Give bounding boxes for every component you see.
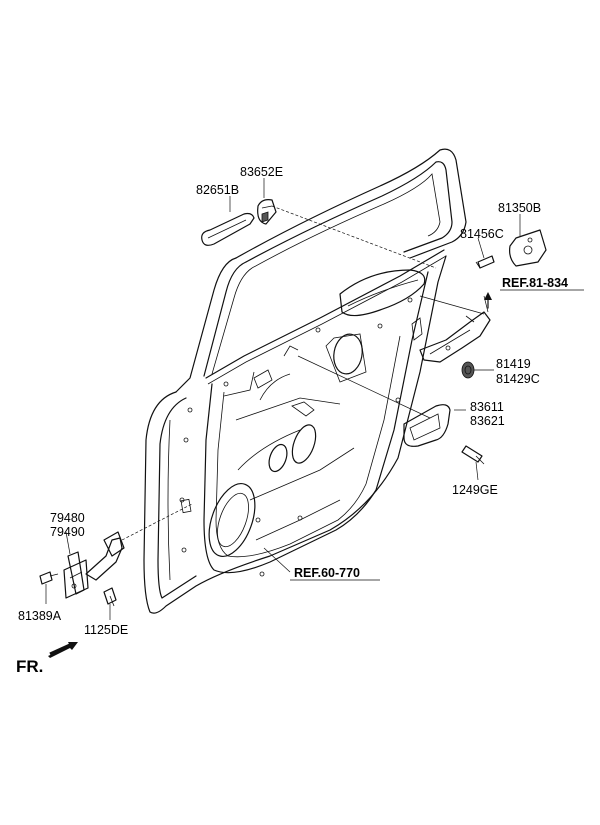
label-83621: 83621 <box>470 414 505 428</box>
bolt-1125DE <box>103 587 117 607</box>
label-ref-81-834: REF.81-834 <box>502 276 568 290</box>
label-1125DE: 1125DE <box>84 623 128 637</box>
label-81419: 81419 <box>496 357 531 371</box>
label-81456C: 81456C <box>460 227 504 241</box>
outside-handle-cap <box>201 212 255 246</box>
handle-bracket <box>257 199 277 225</box>
label-79480: 79480 <box>50 511 85 525</box>
label-81389A: 81389A <box>18 609 62 623</box>
grommet-81419 <box>461 361 475 379</box>
label-81429C: 81429C <box>496 372 540 386</box>
label-ref-60-770: REF.60-770 <box>294 566 360 580</box>
front-arrow-icon <box>48 642 78 658</box>
inside-handle-bezel <box>403 404 451 447</box>
bolt-81389A <box>39 571 59 585</box>
label-83652E: 83652E <box>240 165 283 179</box>
label-1249GE: 1249GE <box>452 483 498 497</box>
actuator-cable-bracket <box>419 311 491 363</box>
retainer-81350B <box>509 229 547 267</box>
leader-lines <box>45 178 521 620</box>
label-81350B: 81350B <box>498 201 541 215</box>
door-panel <box>143 148 467 614</box>
label-83611: 83611 <box>470 400 504 414</box>
ref-81-834-marker <box>484 289 584 309</box>
screw-81456C <box>475 255 495 269</box>
door-checker <box>63 531 125 599</box>
label-79490: 79490 <box>50 525 85 539</box>
label-front: FR. <box>16 657 43 676</box>
label-82651B: 82651B <box>196 183 239 197</box>
screw-1249GE <box>461 445 485 465</box>
